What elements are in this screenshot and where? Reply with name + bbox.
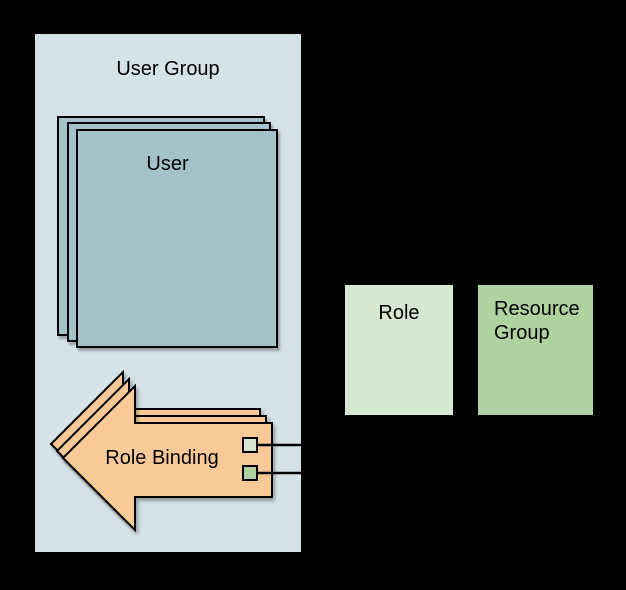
role-binding-arrow-front: [61, 383, 273, 533]
role-binding-label: Role Binding: [105, 447, 219, 469]
user-label: User: [146, 153, 189, 175]
role-port-square: [242, 437, 258, 453]
user-sheet-front: [76, 129, 278, 348]
resource-group-port-square: [242, 465, 258, 481]
resource-group-box: [478, 285, 593, 415]
resource-group-label: Resource Group: [494, 298, 580, 344]
user-group-label: User Group: [116, 58, 220, 80]
role-box: [345, 285, 453, 415]
role-label: Role: [378, 302, 420, 324]
